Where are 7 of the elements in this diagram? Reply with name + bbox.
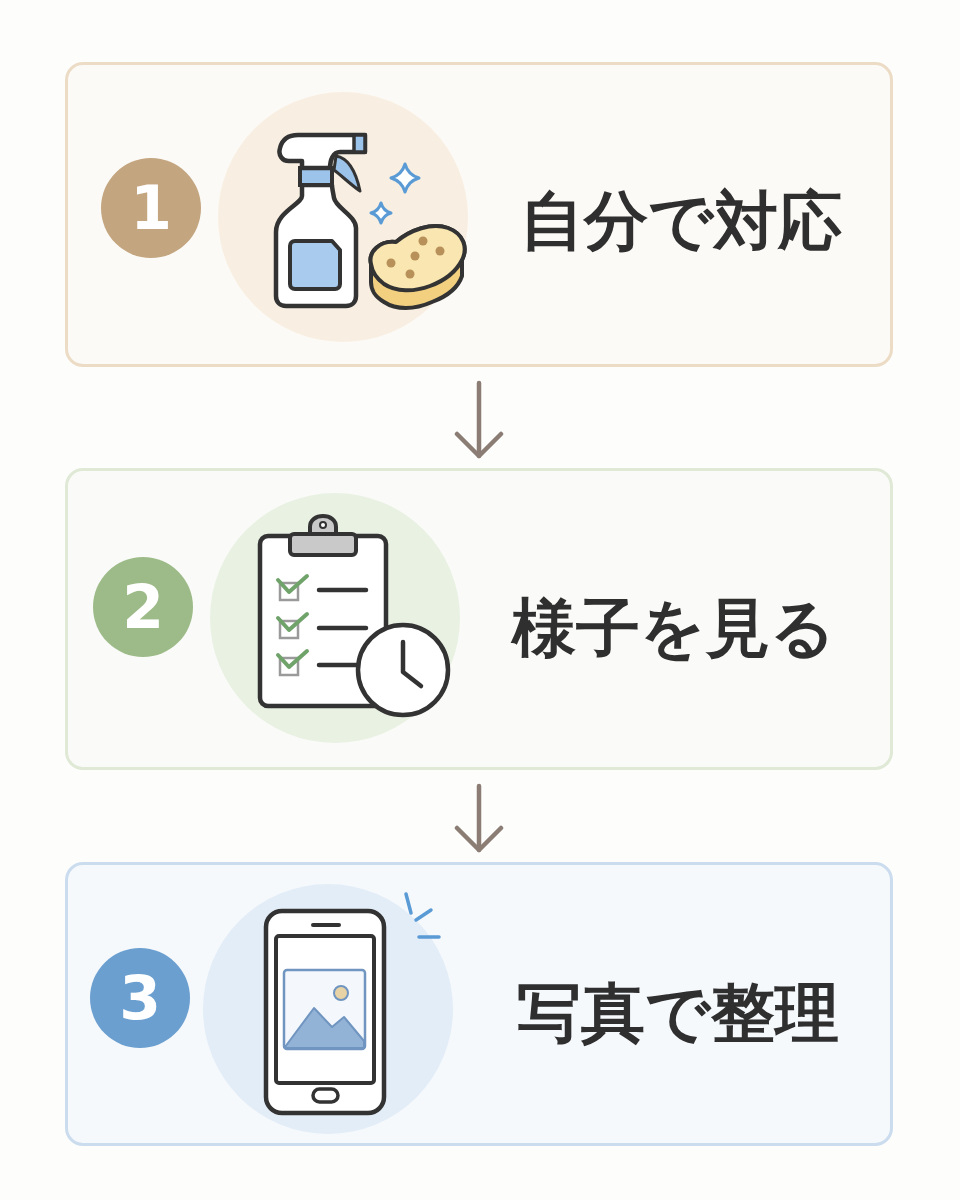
step-title: 様子を見る (512, 596, 836, 660)
step-card (65, 62, 893, 367)
step-title: 自分で対応 (520, 189, 842, 253)
arrow (454, 783, 504, 853)
step-card (65, 862, 893, 1146)
step-title: 写真で整理 (517, 981, 839, 1045)
step-card (65, 468, 893, 770)
